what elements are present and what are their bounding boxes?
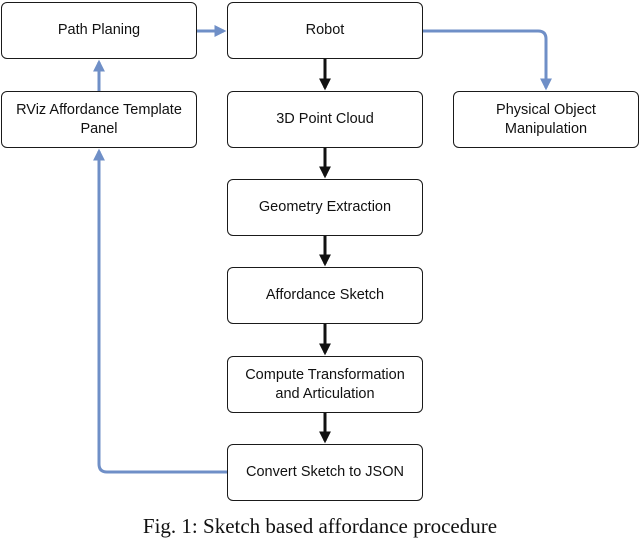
figure-caption: Fig. 1: Sketch based affordance procedur… <box>142 514 498 538</box>
geometry-extraction-label: Geometry Extraction <box>258 199 392 215</box>
robot-label: Robot <box>305 22 345 38</box>
path-planning-label: Path Planing <box>57 22 141 38</box>
convert-sketch-label: Convert Sketch to JSON <box>246 464 404 480</box>
arrow-convert-sketch-to-rviz-panel <box>93 148 227 474</box>
physical-manipulation-node: Physical Object Manipulation <box>453 91 639 148</box>
compute-transformation-label: Compute Transformation and Articulation <box>245 366 405 402</box>
physical-manipulation-label: Physical Object Manipulation <box>496 101 596 137</box>
rviz-panel-node: RViz Affordance Template Panel <box>1 91 197 148</box>
convert-sketch-node: Convert Sketch to JSON <box>227 444 423 501</box>
geometry-extraction-node: Geometry Extraction <box>227 179 423 236</box>
robot-node: Robot <box>227 2 423 59</box>
point-cloud-label: 3D Point Cloud <box>276 111 374 127</box>
affordance-sketch-node: Affordance Sketch <box>227 267 423 324</box>
point-cloud-node: 3D Point Cloud <box>227 91 423 148</box>
affordance-sketch-label: Affordance Sketch <box>265 287 385 303</box>
compute-transformation-node: Compute Transformation and Articulation <box>227 356 423 413</box>
rviz-panel-label: RViz Affordance Template Panel <box>16 101 182 137</box>
path-planning-node: Path Planing <box>1 2 197 59</box>
arrow-robot-to-physical-manipulation <box>423 29 552 91</box>
